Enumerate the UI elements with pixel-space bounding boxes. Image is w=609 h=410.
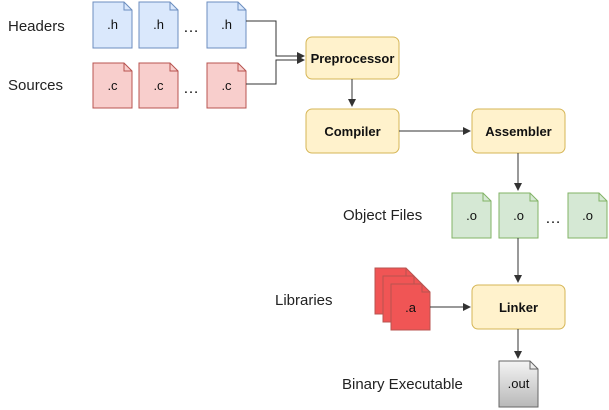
compiler-label: Compiler: [324, 124, 380, 139]
source-file: .c: [206, 62, 247, 109]
source-file-label: .c: [107, 78, 118, 93]
header-file-icon: [138, 1, 179, 49]
object-files-label: Object Files: [343, 207, 422, 224]
header-file-label: .h: [107, 17, 118, 32]
source-file: .c: [138, 62, 179, 109]
object-file: .o: [567, 192, 608, 239]
binary-executable-label: Binary Executable: [342, 376, 463, 393]
sources-ellipsis: …: [183, 80, 199, 97]
object-file-label: .o: [582, 208, 593, 223]
object-file-label: .o: [466, 208, 477, 223]
libraries-label: Libraries: [275, 292, 333, 309]
headers-label: Headers: [8, 18, 65, 35]
library-file-label: .a: [405, 300, 417, 315]
compiler-stage: Compiler: [305, 108, 400, 154]
source-file-icon: [138, 62, 179, 109]
assembler-stage: Assembler: [471, 108, 566, 154]
header-file: .h: [92, 1, 133, 49]
executable-file-label: .out: [508, 376, 530, 391]
executable-file-icon: [498, 360, 539, 408]
executable-file: .out: [498, 360, 539, 408]
object-file-icon: [567, 192, 608, 239]
source-file: .c: [92, 62, 133, 109]
edge-sources-to-preprocessor: [246, 56, 305, 85]
object-file: .o: [451, 192, 492, 239]
object-file-icon: [498, 192, 539, 239]
source-file-label: .c: [153, 78, 164, 93]
library-file-icon: [390, 283, 431, 331]
headers-ellipsis: …: [183, 19, 199, 36]
object-file-label: .o: [513, 208, 524, 223]
source-file-label: .c: [221, 78, 232, 93]
header-file: .h: [138, 1, 179, 49]
linker-label: Linker: [499, 300, 538, 315]
header-file-icon: [92, 1, 133, 49]
header-file-icon: [206, 1, 247, 49]
preprocessor-label: Preprocessor: [311, 51, 395, 66]
header-file: .h: [206, 1, 247, 49]
sources-label: Sources: [8, 77, 63, 94]
object-file-icon: [451, 192, 492, 239]
source-file-icon: [206, 62, 247, 109]
preprocessor-stage: Preprocessor: [305, 36, 400, 80]
assembler-label: Assembler: [485, 124, 551, 139]
header-file-label: .h: [153, 17, 164, 32]
object-files-ellipsis: …: [545, 210, 561, 227]
source-file-icon: [92, 62, 133, 109]
library-files: .a: [374, 267, 431, 331]
header-file-label: .h: [221, 17, 232, 32]
linker-stage: Linker: [471, 284, 566, 330]
edge-headers-to-preprocessor: [246, 20, 305, 60]
object-file: .o: [498, 192, 539, 239]
